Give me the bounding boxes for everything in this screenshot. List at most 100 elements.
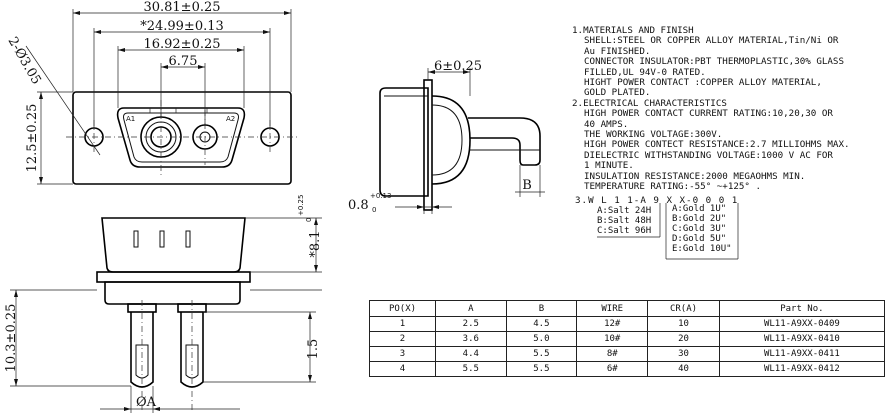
- table-cell: 8#: [576, 346, 649, 362]
- option-item: A:Salt 24H: [597, 206, 652, 216]
- spec-line: HIGH POWER CONTECT RESISTANCE:2.7 MILLIO…: [584, 139, 850, 151]
- option-item: E:Gold 10U": [672, 244, 732, 254]
- table-cell: 5.5: [505, 346, 578, 362]
- dim-panel-thickness: 0.8: [348, 198, 369, 213]
- table-cell: 2.5: [434, 316, 507, 332]
- table-cell: 4: [369, 361, 436, 377]
- table-header-cell: B: [505, 300, 578, 317]
- table-cell: 10#: [576, 331, 649, 347]
- dim-shell-height: *8.1: [308, 230, 323, 257]
- dim-contact-dia: ØA: [136, 395, 157, 410]
- pin-left: [130, 312, 154, 388]
- table-header-cell: Part No.: [718, 300, 886, 317]
- spec-line: DIELECTRIC WITHSTANDING VOLTAGE:1000 V A…: [584, 149, 833, 161]
- d-shell-outer: [116, 107, 246, 168]
- table-cell: WL11-A9XX-0410: [718, 331, 886, 347]
- table-cell: 30: [647, 346, 720, 362]
- dim-shell-tol-lower: 0: [305, 218, 313, 222]
- d-shell-inner: [123, 112, 239, 163]
- spec-line: 40 AMPS.: [584, 118, 629, 130]
- option-item: B:Gold 2U": [672, 214, 727, 224]
- profile-body: [431, 95, 471, 185]
- dim-shell-width: 16.92±0.25: [143, 37, 220, 52]
- table-header-cell: A: [434, 300, 507, 317]
- profile-wire: [468, 117, 541, 166]
- side-body: [104, 281, 241, 305]
- option-item: C:Gold 3U": [672, 224, 727, 234]
- spec-line: SHELL:STEEL OR COPPER ALLOY MATERIAL,Tin…: [584, 35, 839, 47]
- table-cell: 2: [369, 331, 436, 347]
- spec-line: TEMPERATURE RATING:-55° ~+125° .: [584, 181, 762, 193]
- table-header-cell: WIRE: [576, 300, 649, 317]
- front-view: A1 A2: [5, 0, 300, 185]
- bottom-view: 10.3±0.25 1.5 *8.1 +0.25 0 ØA: [4, 195, 323, 413]
- spec-line: CONNECTOR INSULATOR:PBT THERMOPLASTIC,30…: [584, 56, 844, 68]
- side-flange: [96, 271, 251, 283]
- contact-a2-label: A2: [226, 115, 235, 123]
- table-header-cell: PO(X): [369, 300, 436, 317]
- dim-bend: B: [522, 178, 532, 193]
- option-item: C:Salt 96H: [597, 226, 652, 236]
- option-item: B:Salt 48H: [597, 216, 652, 226]
- dim-overall-width: 30.81±0.25: [143, 0, 220, 15]
- table-cell: WL11-A9XX-0411: [718, 346, 886, 362]
- dim-flange-thickness: 6±0.25: [434, 59, 482, 74]
- dim-panel-tol-upper: +0.13: [370, 192, 391, 200]
- flange-outline: [72, 91, 292, 185]
- spec-line: GOLD PLATED.: [584, 87, 651, 99]
- table-cell: WL11-A9XX-0409: [718, 316, 886, 332]
- dim-shell-tol-upper: +0.25: [297, 195, 305, 216]
- dim-panel-tol-lower: 0: [372, 206, 376, 214]
- table-cell: 5.5: [434, 361, 507, 377]
- spec-line: 1 MINUTE.: [584, 160, 634, 172]
- profile-shell: [379, 87, 429, 197]
- dim-contact-pitch: 6.75: [169, 54, 198, 69]
- table-cell: 4.5: [505, 316, 578, 332]
- table-cell: 40: [647, 361, 720, 377]
- option-item: A:Gold 1U": [672, 204, 727, 214]
- table-cell: 3.6: [434, 331, 507, 347]
- table-cell: 3: [369, 346, 436, 362]
- spec-line: HIGH POWER CONTACT CURRENT RATING:10,20,…: [584, 108, 833, 120]
- dim-mount-holes: 2-Ø3.05: [5, 35, 44, 88]
- side-profile-view: 6±0.25 B 0.8 +0.13 0: [348, 59, 545, 214]
- table-cell: 4.4: [434, 346, 507, 362]
- table-cell: 5.0: [505, 331, 578, 347]
- part-code-brackets: [597, 203, 739, 260]
- table-cell: 1: [369, 316, 436, 332]
- spec-line: FILLED,UL 94V-0 RATED.: [584, 66, 706, 78]
- table-cell: WL11-A9XX-0412: [718, 361, 886, 377]
- dim-hole-pitch: *24.99±0.13: [140, 19, 224, 34]
- dim-pin-height: 1.5: [306, 339, 321, 360]
- option-item: D:Gold 5U": [672, 234, 727, 244]
- dim-flange-height: 12.5±0.25: [25, 104, 40, 173]
- part-code: 3.W L 1 1-A 9 X X-0 0 0 1: [575, 195, 739, 206]
- spec-line: INSULATION RESISTANCE:2000 MEGAOHMS MIN.: [584, 170, 806, 182]
- table-header-cell: CR(A): [647, 300, 720, 317]
- contact-a1-label: A1: [126, 115, 135, 123]
- pin-right: [180, 312, 204, 388]
- table-cell: 6#: [576, 361, 649, 377]
- gold-options: A:Gold 1U"B:Gold 2U"C:Gold 3U"D:Gold 5U"…: [672, 204, 732, 254]
- table-cell: 5.5: [505, 361, 578, 377]
- table-cell: 12#: [576, 316, 649, 332]
- side-shell: [101, 217, 246, 273]
- table-cell: 10: [647, 316, 720, 332]
- spec-line: Au FINISHED.: [584, 45, 651, 57]
- spec-line: THE WORKING VOLTAGE:300V.: [584, 129, 723, 141]
- table-cell: 20: [647, 331, 720, 347]
- dim-tail-length: 10.3±0.25: [4, 304, 19, 373]
- spec-line: HIGHT POWER CONTACT :COPPER ALLOY MATERI…: [584, 77, 822, 89]
- spec-line: 2.ELECTRICAL CHARACTERISTICS: [572, 97, 727, 109]
- spec-line: 1.MATERIALS AND FINISH: [572, 25, 694, 36]
